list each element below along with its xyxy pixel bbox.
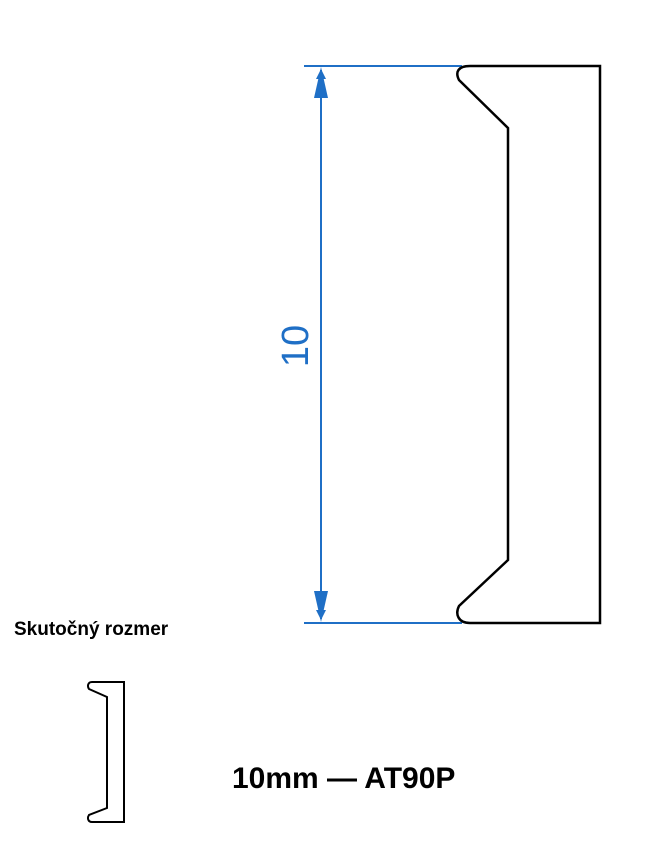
profile-outline-large <box>456 64 602 625</box>
arrowhead-top <box>314 67 328 98</box>
product-label: 10mm — AT90P <box>232 762 456 795</box>
dimension-value: 10 <box>275 325 317 367</box>
arrowhead-bottom <box>314 591 328 622</box>
actual-size-caption: Skutočný rozmer <box>14 619 169 640</box>
profile-outline-actual-size <box>87 681 125 823</box>
